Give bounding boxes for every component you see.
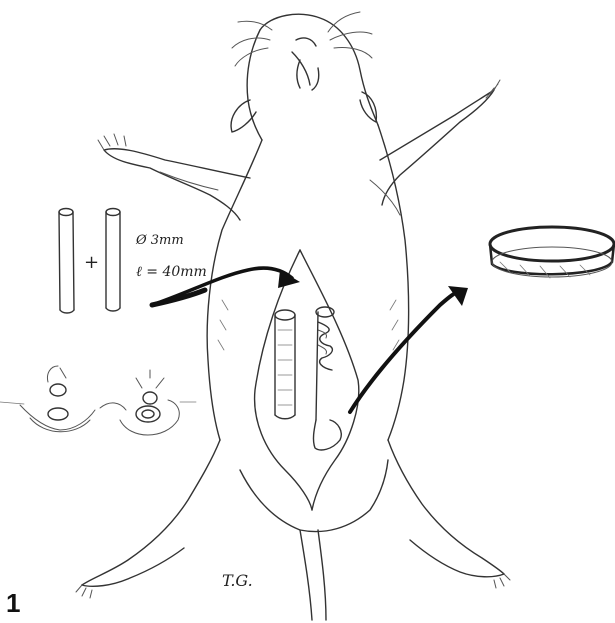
mouse-body bbox=[76, 12, 510, 620]
abdominal-incision bbox=[255, 250, 359, 510]
petri-dish bbox=[490, 227, 614, 278]
implant-length-label: ℓ = 40mm bbox=[136, 264, 207, 280]
implanted-tube-left bbox=[275, 310, 295, 419]
panel-number: 1 bbox=[6, 588, 20, 619]
implanted-tube-right bbox=[313, 307, 341, 450]
implant-diameter-label: Ø 3mm bbox=[135, 233, 184, 248]
suture-detail bbox=[0, 366, 196, 435]
plus-sign: + bbox=[84, 252, 99, 273]
artist-signature: T.G. bbox=[222, 571, 253, 590]
